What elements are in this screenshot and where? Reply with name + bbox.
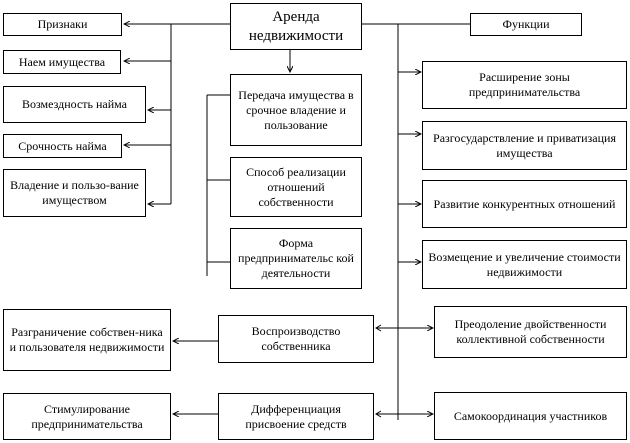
function-node: Расширение зоны предпринимательства <box>422 61 627 109</box>
bottom-left-node: Стимулирование предпринимательства <box>3 393 171 440</box>
feature-node: Срочность найма <box>3 134 122 158</box>
function-node: Возмещение и увеличение стоимости недвиж… <box>422 240 627 289</box>
bottom-center-node: Воспроизводство собственника <box>218 315 374 363</box>
center-node: Способ реализации отношений собственност… <box>230 157 362 217</box>
root-node: Аренда недвижимости <box>230 3 362 50</box>
bottom-center-node: Дифференциация присвоение средств <box>218 393 374 440</box>
function-node: Разгосударствление и приватизация имущес… <box>422 121 627 170</box>
features-header: Признаки <box>3 13 122 36</box>
function-node: Самокоординация участников <box>434 392 627 440</box>
feature-node: Владение и пользо-вание имуществом <box>3 169 146 217</box>
bottom-left-node: Разграничение собствен-ника и пользовате… <box>3 309 171 371</box>
center-node: Передача имущества в срочное владение и … <box>230 74 362 146</box>
function-node: Развитие конкурентных отношений <box>422 180 627 228</box>
center-node: Форма предпринимательс кой деятельности <box>230 228 362 289</box>
functions-header: Функции <box>470 13 582 36</box>
feature-node: Наем имущества <box>3 50 121 74</box>
feature-node: Возмездность найма <box>3 86 146 123</box>
function-node: Преодоление двойственности коллективной … <box>434 306 627 358</box>
